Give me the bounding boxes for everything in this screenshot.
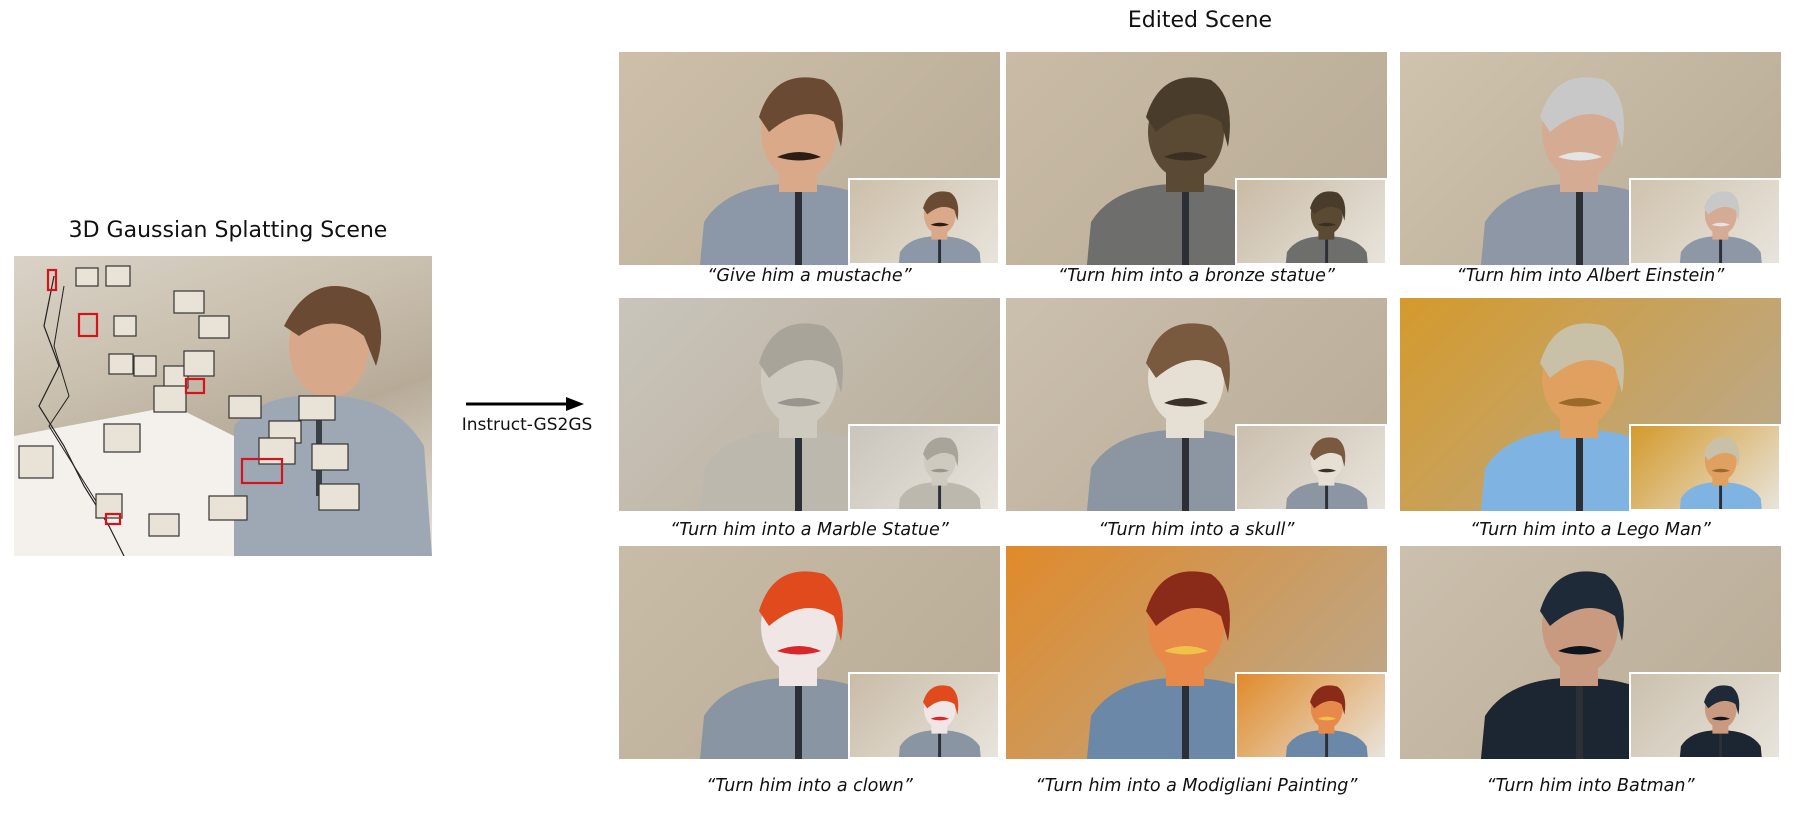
edited-inset-view	[1629, 672, 1781, 759]
edit-prompt-caption: “Turn him into a bronze statue”	[1058, 266, 1335, 286]
edited-panel	[619, 546, 1000, 759]
edited-panel	[619, 298, 1000, 511]
source-scene-illustration	[14, 265, 432, 556]
edited-panel	[1400, 298, 1781, 511]
edit-prompt-caption: “Turn him into a Modigliani Painting”	[1035, 776, 1358, 796]
method-label: Instruct-GS2GS	[461, 415, 593, 435]
edited-inset-view	[1235, 424, 1387, 511]
edit-prompt-caption: “Turn him into Batman”	[1486, 776, 1695, 796]
edit-prompt-caption: “Turn him into a Marble Statue”	[670, 520, 949, 540]
edited-inset-view	[1235, 178, 1387, 265]
edited-panel	[619, 52, 1000, 265]
edited-panel	[1006, 298, 1387, 511]
edit-prompt-caption: “Turn him into a clown”	[706, 776, 913, 796]
edited-scene-title: Edited Scene	[1127, 8, 1273, 33]
edited-panel	[1400, 546, 1781, 759]
edited-inset-view	[848, 424, 1000, 511]
edit-prompt-caption: “Turn him into Albert Einstein”	[1456, 266, 1725, 286]
source-scene-title: 3D Gaussian Splatting Scene	[68, 218, 388, 243]
edited-inset-view	[1629, 178, 1781, 265]
edited-inset-view	[848, 672, 1000, 759]
edited-inset-view	[848, 178, 1000, 265]
edited-inset-view	[1629, 424, 1781, 511]
edited-panel	[1006, 52, 1387, 265]
edit-prompt-caption: “Give him a mustache”	[707, 266, 912, 286]
right-arrow-icon	[466, 397, 584, 411]
source-scene-image	[14, 256, 432, 556]
edited-inset-view	[1235, 672, 1387, 759]
edited-panel	[1400, 52, 1781, 265]
edit-prompt-caption: “Turn him into a Lego Man”	[1470, 520, 1711, 540]
edit-prompt-caption: “Turn him into a skull”	[1098, 520, 1295, 540]
edited-panel	[1006, 546, 1387, 759]
